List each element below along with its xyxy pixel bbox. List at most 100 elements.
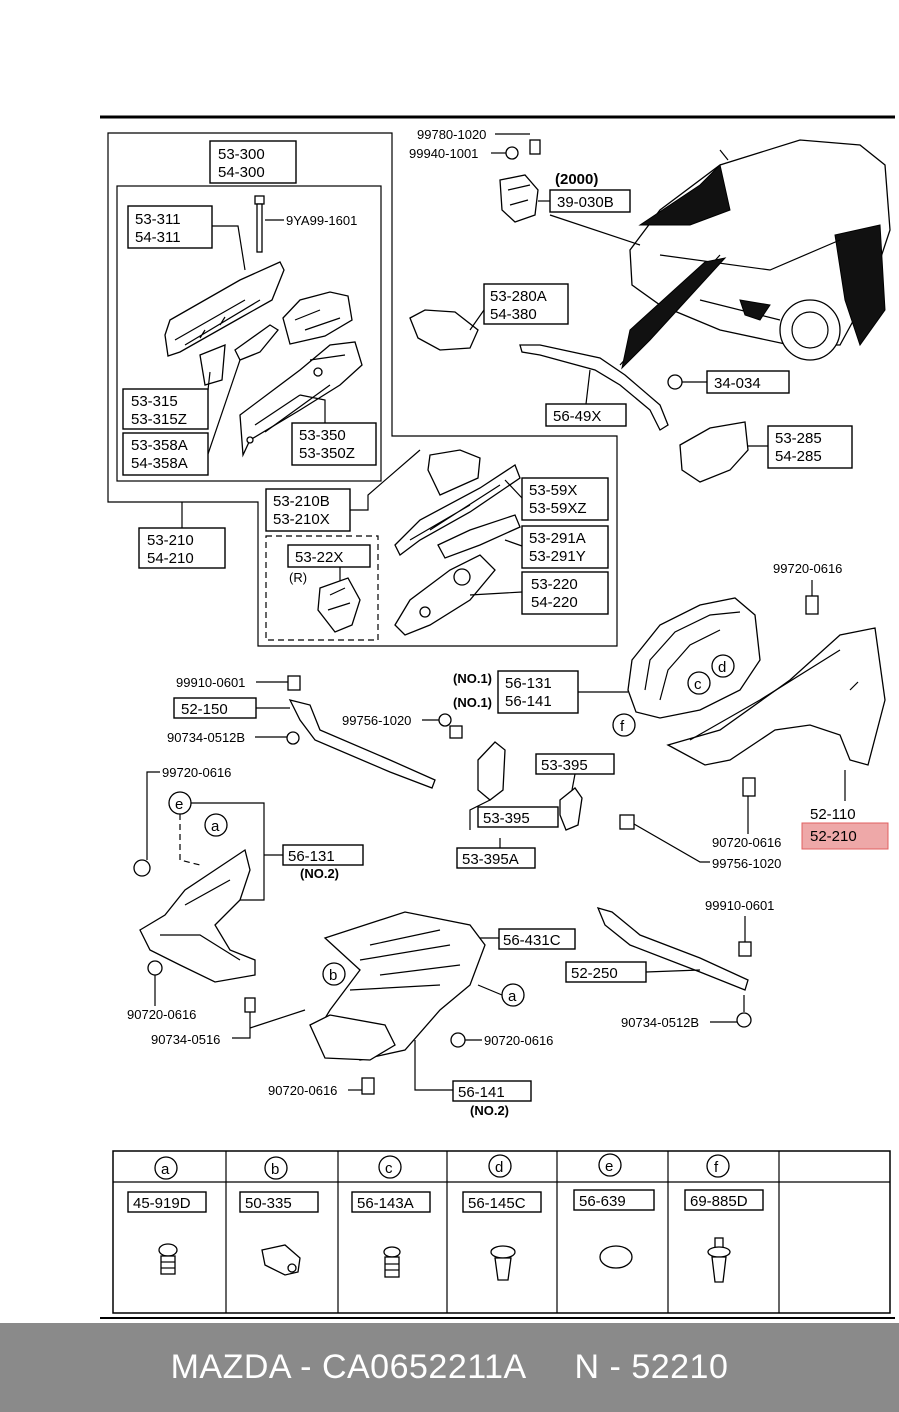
part-number-label: 90720-0616 <box>127 1007 196 1022</box>
part-number-label: 99780-1020 <box>417 127 486 142</box>
plug-cap-icon <box>599 1245 633 1269</box>
front-frame-rail-drawing <box>164 261 363 458</box>
undercover-no2-drawing <box>139 848 256 983</box>
bolt-icon <box>361 1077 375 1095</box>
part-number-label: d <box>718 659 726 676</box>
nut-icon <box>667 374 683 390</box>
part-number-label: 53-59XZ <box>529 500 587 517</box>
part-number-label: 53-311 <box>135 211 181 228</box>
car-front-drawing <box>549 139 891 370</box>
clip-icon <box>287 675 301 691</box>
part-number-label: a <box>508 988 517 1005</box>
part-number-label: 9YA99-1601 <box>286 213 357 228</box>
part-number-label: 99720-0616 <box>773 561 842 576</box>
bolt-icon <box>742 777 756 797</box>
nut-icon <box>450 1032 466 1048</box>
nut-icon <box>147 960 163 976</box>
part-number-label: (NO.1) <box>453 695 492 710</box>
part-number-label: 54-300 <box>218 164 265 181</box>
bolt-icon <box>254 195 265 253</box>
parts-diagram: 53-300 54-300 53-311 54-311 9YA99-1601 5… <box>100 115 895 1319</box>
nut-icon <box>505 146 519 160</box>
bolt-icon <box>449 725 463 739</box>
screw-grommet-icon <box>707 1237 731 1283</box>
part-number-label: c <box>385 1160 393 1177</box>
fender-liner-drawing <box>627 597 761 719</box>
part-number-label: e <box>175 796 183 813</box>
part-number-label: 52-250 <box>571 965 618 982</box>
part-number-label: 53-315 <box>131 393 178 410</box>
part-number-label: 56-639 <box>579 1193 626 1210</box>
part-number-label: 99940-1001 <box>409 146 478 161</box>
part-number-label: (NO.2) <box>470 1103 509 1118</box>
part-number-label: (NO.1) <box>453 671 492 686</box>
part-number-label: 90734-0516 <box>151 1032 220 1047</box>
part-number-label: (NO.2) <box>300 866 339 881</box>
part-number-label: 52-210 <box>810 828 857 845</box>
part-number-label: 53-210B <box>273 493 330 510</box>
part-number-label: 53-59X <box>529 482 577 499</box>
part-number-label: 53-210 <box>147 532 194 549</box>
nut-icon <box>736 1012 752 1028</box>
part-number-label: 56-141 <box>505 693 552 710</box>
splash-shield-stay-right-drawing <box>596 907 749 991</box>
part-number-label: 90734-0512B <box>167 730 245 745</box>
stay-bar-drawing <box>519 344 669 431</box>
nut-icon <box>438 713 452 727</box>
clip-icon <box>738 941 752 957</box>
part-number-label: f <box>620 718 625 735</box>
engine-undercover-drawing <box>309 911 486 1061</box>
bolt-icon <box>244 997 256 1013</box>
part-number-label: 56-431C <box>503 932 561 949</box>
part-number-label: 45-919D <box>133 1195 191 1212</box>
fastener-legend-table: a 45-919D b 50-335 c 56-143A <box>112 1150 891 1314</box>
part-number-label: 99910-0601 <box>176 675 245 690</box>
part-number-label: 53-395 <box>483 810 530 827</box>
part-number-label: 53-210X <box>273 511 330 528</box>
part-number-label: 54-358A <box>131 455 188 472</box>
rivet-clip-icon <box>490 1245 516 1281</box>
push-clip-icon <box>383 1246 401 1278</box>
part-number-label: 34-034 <box>714 375 761 392</box>
part-number-label: 53-291A <box>529 530 586 547</box>
bolt-icon <box>805 595 819 615</box>
part-number-label: d <box>495 1159 503 1176</box>
label-53-300 <box>209 140 297 184</box>
front-fender-drawing <box>666 627 886 766</box>
nut-clip-icon <box>261 1244 301 1276</box>
part-number-label: 53-22X <box>295 549 343 566</box>
part-number-label: b <box>329 967 337 984</box>
part-number-label: 54-285 <box>775 448 822 465</box>
side-bracket-drawing <box>679 421 749 483</box>
part-number-label: 53-358A <box>131 437 188 454</box>
part-number-label: 90720-0616 <box>268 1083 337 1098</box>
part-number-label: 53-395 <box>541 757 588 774</box>
part-number-label: 52-110 <box>810 806 856 823</box>
part-number-label: 53-350 <box>299 427 346 444</box>
lower-frame-drawing <box>394 449 521 636</box>
part-number-label: a <box>211 818 220 835</box>
part-number-label: 54-380 <box>490 306 537 323</box>
part-number-label: a <box>161 1161 170 1178</box>
part-number-label: 53-291Y <box>529 548 586 565</box>
part-number-label: 52-150 <box>181 701 228 718</box>
part-number-label: 90720-0616 <box>712 835 781 850</box>
bolt-icon <box>619 814 635 830</box>
part-number-label: 50-335 <box>245 1195 292 1212</box>
part-number-footer: MAZDA - CA0652211A N - 52210 <box>0 1323 899 1412</box>
part-number-label: c <box>694 676 702 693</box>
part-number-label: 69-885D <box>690 1193 748 1210</box>
highlight-52-210 <box>801 822 889 850</box>
part-number-label: 53-285 <box>775 430 822 447</box>
part-number-label: 39-030B <box>557 194 614 211</box>
part-number-label: b <box>271 1161 279 1178</box>
part-number-label: 56-141 <box>458 1084 505 1101</box>
part-number-label: 54-220 <box>531 594 578 611</box>
push-clip-icon <box>158 1243 178 1275</box>
part-number-label: f <box>714 1159 719 1176</box>
bolt-icon <box>529 139 541 155</box>
bracket-drawing <box>317 577 361 633</box>
part-number-label: (2000) <box>555 171 598 188</box>
part-number-label: 56-131 <box>288 848 335 865</box>
part-number-label: 56-143A <box>357 1195 414 1212</box>
